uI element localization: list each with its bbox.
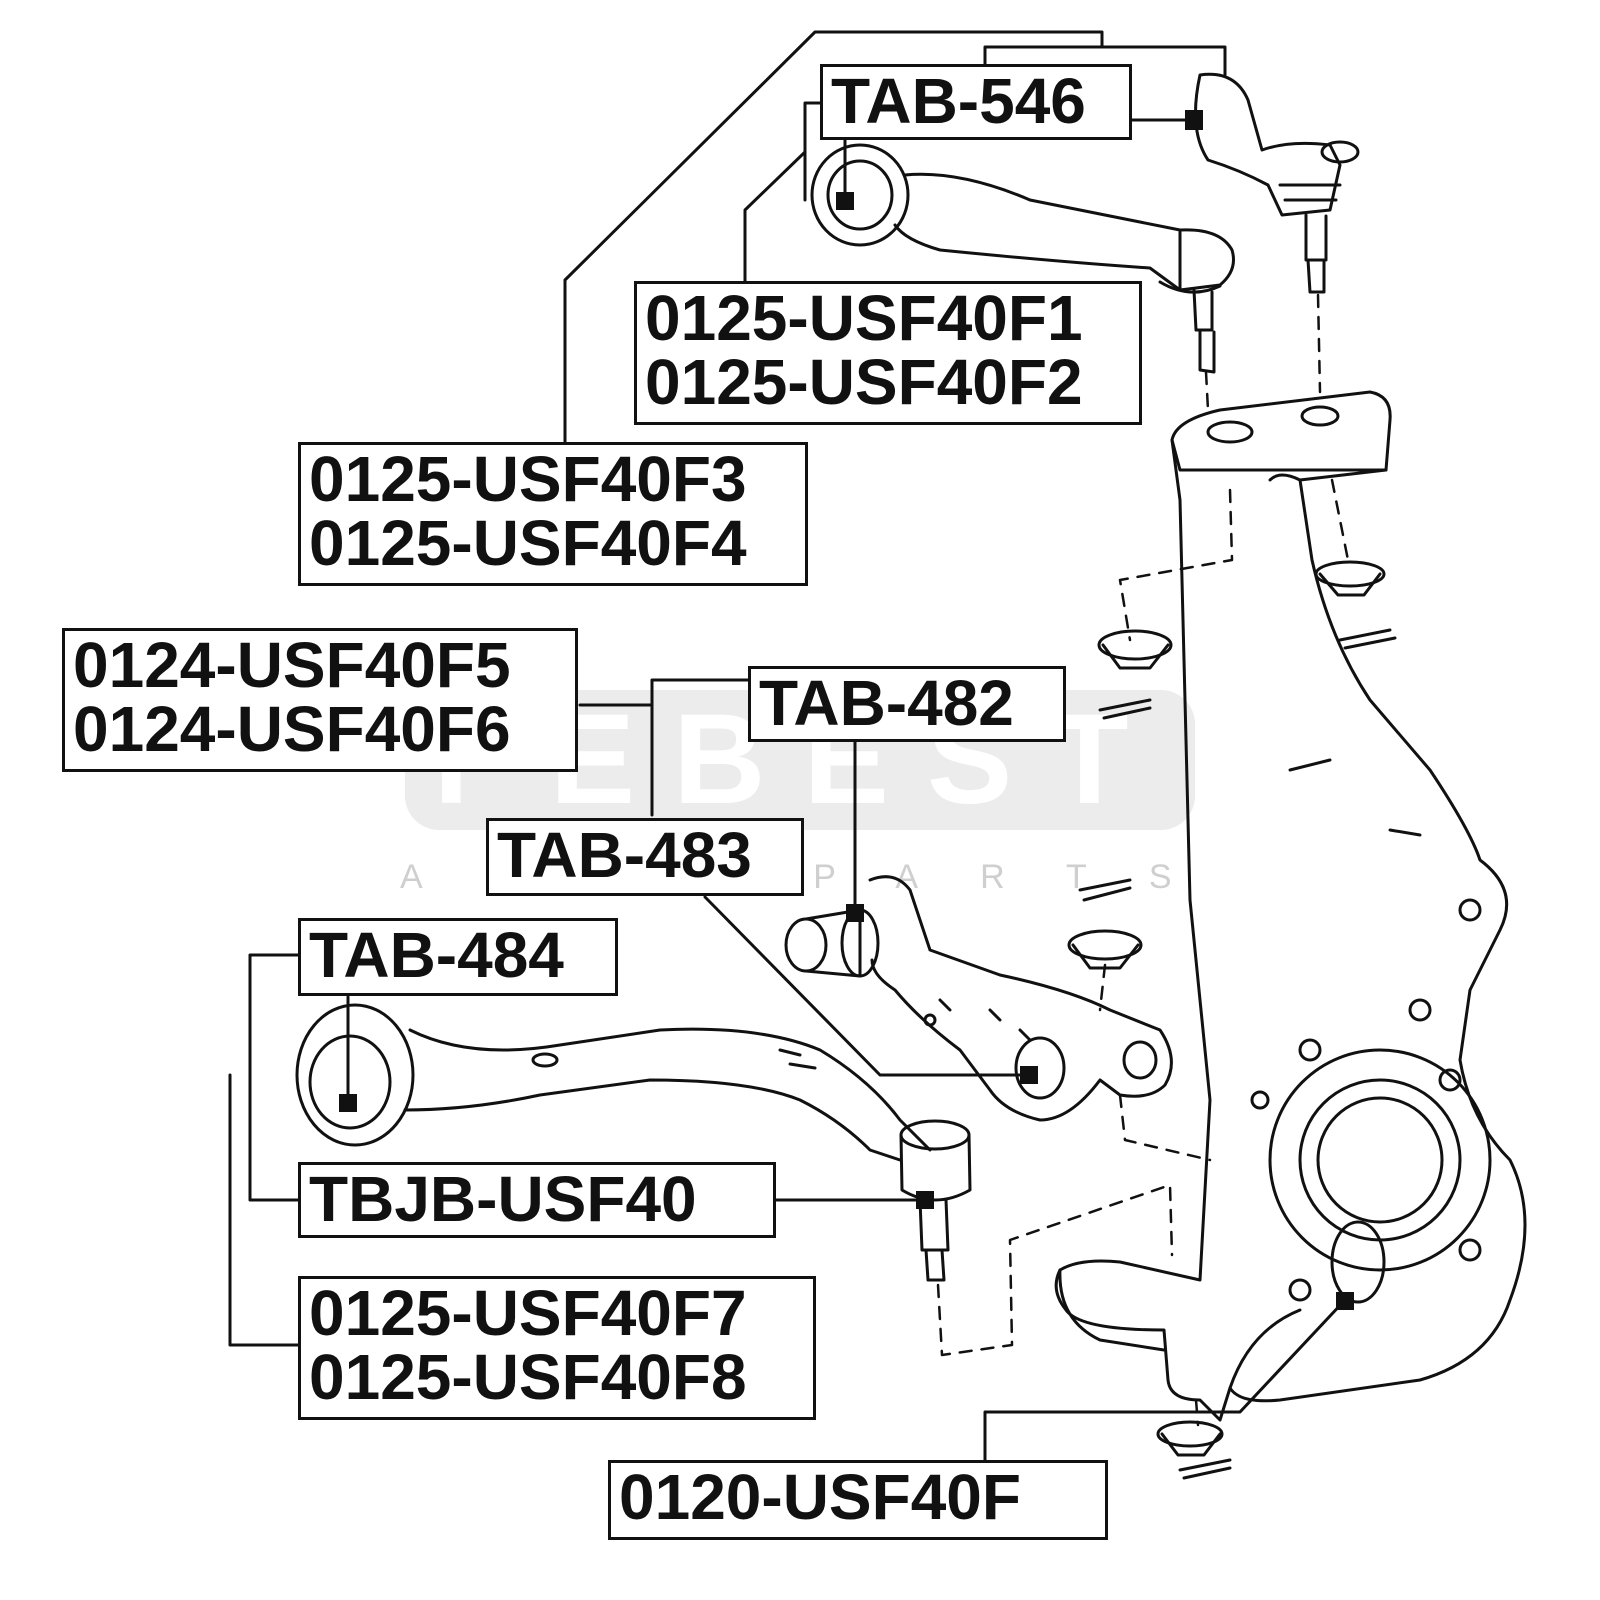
part-number: 0125-USF40F7	[309, 1277, 747, 1349]
part-number: 0125-USF40F8	[309, 1341, 747, 1413]
part-number: TBJB-USF40	[309, 1163, 697, 1235]
part-number: 0120-USF40F	[619, 1461, 1021, 1533]
label-tab-482: TAB-482	[748, 666, 1066, 742]
part-number: 0125-USF40F3	[309, 443, 747, 515]
label-0120-usf40f: 0120-USF40F	[608, 1460, 1108, 1540]
label-tbjb-usf40: TBJB-USF40	[298, 1162, 776, 1238]
callout-markers	[339, 110, 1354, 1310]
part-number: 0125-USF40F4	[309, 507, 747, 579]
front-lower-arm-drawing	[784, 875, 1173, 1122]
label-0125-usf40f7-f8: 0125-USF40F7 0125-USF40F8	[298, 1276, 816, 1420]
part-number: TAB-483	[497, 819, 752, 891]
part-number: 0125-USF40F1	[645, 282, 1083, 354]
part-number: TAB-482	[759, 667, 1014, 739]
steering-knuckle-drawing	[1054, 390, 1527, 1422]
label-0125-usf40f3-f4: 0125-USF40F3 0125-USF40F4	[298, 442, 808, 586]
label-0124-usf40f5-f6: 0124-USF40F5 0124-USF40F6	[62, 628, 578, 772]
hardware-drawing	[1067, 560, 1397, 1480]
assembly-dashed-lines	[936, 293, 1350, 1427]
part-number: 0125-USF40F2	[645, 346, 1083, 418]
label-tab-546: TAB-546	[820, 64, 1132, 140]
part-number: 0124-USF40F5	[73, 629, 511, 701]
label-0125-usf40f1-f2: 0125-USF40F1 0125-USF40F2	[634, 281, 1142, 425]
rear-lower-arm-drawing	[295, 1003, 972, 1282]
upper-control-arm-drawing	[810, 72, 1360, 374]
label-tab-484: TAB-484	[298, 918, 618, 996]
label-tab-483: TAB-483	[486, 818, 804, 896]
part-number: TAB-546	[831, 65, 1086, 137]
leader-lines	[228, 30, 1347, 1462]
part-number: TAB-484	[309, 919, 564, 991]
part-number: 0124-USF40F6	[73, 693, 511, 765]
